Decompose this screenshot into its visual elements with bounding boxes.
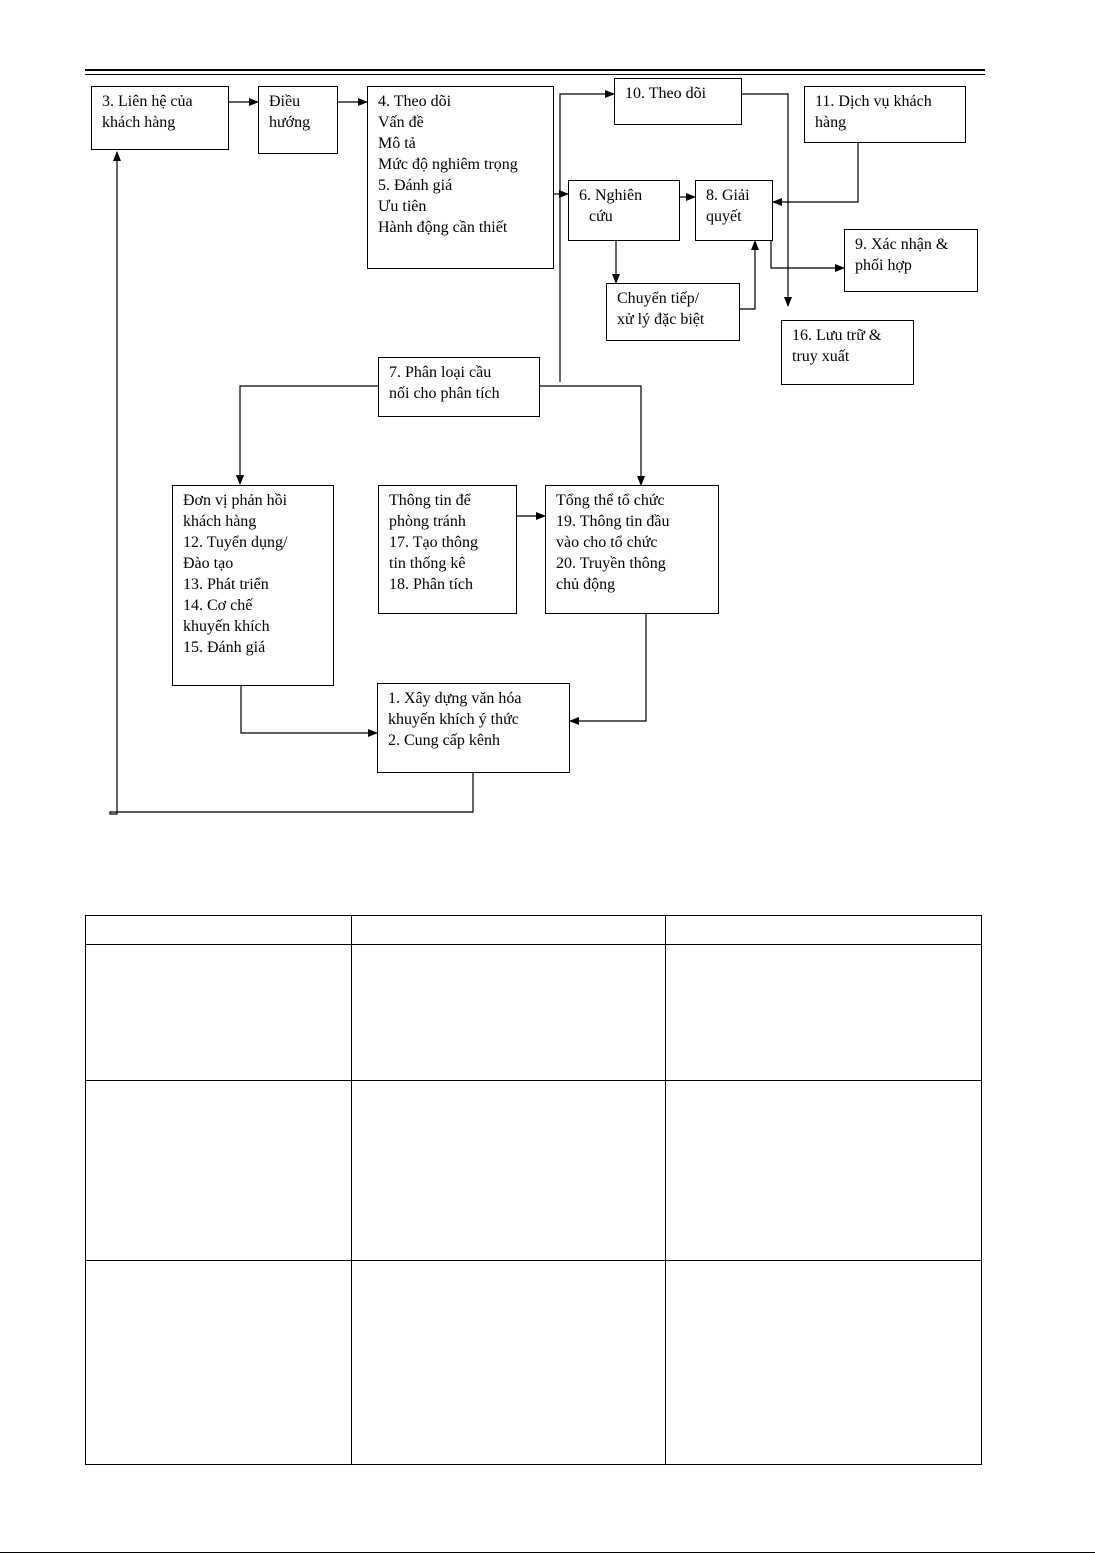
node-text: hướng (269, 114, 311, 131)
node-text: xử lý đặc biệt (617, 311, 705, 328)
node-text: 11. Dịch vụ khách (815, 93, 932, 110)
table-row (85, 1260, 982, 1465)
node-text: 7. Phân loại cầu (389, 364, 492, 381)
node-text: Tổng thể tổ chức (556, 492, 665, 509)
table-cell (665, 944, 982, 1081)
node-text: Đào tạo (183, 555, 234, 572)
node-text: cứu (589, 208, 613, 225)
node-text: khuyến khích (183, 618, 270, 635)
node-text: nối cho phân tích (389, 385, 500, 402)
node-text: Thông tin để (389, 492, 471, 509)
node-xay-dung: 1. Xây dựng văn hóa khuyến khích ý thức … (377, 683, 570, 773)
node-text: Ưu tiên (378, 198, 427, 215)
table-row (85, 944, 982, 1081)
node-text: 4. Theo dõi (378, 93, 452, 110)
node-text: vào cho tổ chức (556, 534, 658, 551)
node-text: Đơn vị phản hồi (183, 492, 288, 509)
flow-connectors (109, 90, 859, 815)
node-text: 14. Cơ chế (183, 597, 253, 614)
table-row (85, 1080, 982, 1261)
node-xac-nhan: 9. Xác nhận & phối hợp (844, 229, 978, 292)
node-text: phối hợp (855, 257, 912, 274)
node-text: truy xuất (792, 348, 850, 365)
node-dieu-huong: Điều hướng (258, 86, 338, 154)
table-cell (85, 944, 352, 1081)
table-cell (351, 1080, 666, 1261)
table-cell (665, 1080, 982, 1261)
node-text: Điều (269, 93, 301, 110)
node-text: 15. Đánh giá (183, 639, 266, 656)
header-rule (85, 69, 985, 71)
node-text: quyết (706, 208, 742, 225)
node-theo-doi-4: 4. Theo dõi Vấn đề Mô tả Mức độ nghiêm t… (367, 86, 554, 269)
node-text: khách hàng (102, 114, 176, 131)
node-text: phòng tránh (389, 513, 466, 530)
arrow-tongthe-xaydung (569, 614, 647, 725)
node-text: 3. Liên hệ của (102, 93, 193, 110)
node-text: hàng (815, 114, 847, 131)
arrow-chuyentiep-giaiquyet (740, 240, 759, 310)
arrow-donvi-xaydung (240, 685, 378, 737)
node-don-vi: Đơn vị phản hồi khách hàng 12. Tuyển dụn… (172, 485, 334, 686)
node-text: chủ động (556, 576, 616, 593)
node-text: Vấn đề (378, 114, 424, 131)
arrow-xaydung-lienhe (109, 151, 474, 815)
node-tong-the: Tổng thể tổ chức 19. Thông tin đầu vào c… (545, 485, 719, 614)
node-theo-doi-10: 10. Theo dõi (614, 78, 742, 125)
node-text: 2. Cung cấp kênh (388, 732, 500, 749)
node-text: tin thống kê (389, 555, 466, 572)
node-lien-he: 3. Liên hệ của khách hàng (91, 86, 229, 150)
table-cell (85, 1260, 352, 1465)
arrow-theodoi10-luutru (741, 93, 792, 307)
node-luu-tru: 16. Lưu trữ & truy xuất (781, 320, 914, 385)
node-text: 17. Tạo thông (389, 534, 479, 551)
table-row (85, 915, 982, 945)
header-rule-thin (85, 74, 985, 75)
table-cell (351, 944, 666, 1081)
node-thong-tin: Thông tin để phòng tránh 17. Tạo thông t… (378, 485, 517, 614)
arrow-phanloai-theodoi10 (559, 90, 615, 382)
node-text: 13. Phát triển (183, 576, 269, 593)
node-text: 18. Phân tích (389, 576, 473, 593)
node-text: 12. Tuyển dụng/ (183, 534, 288, 551)
table-cell (351, 1260, 666, 1465)
arrow-phanloai-tongthe (539, 385, 645, 486)
node-chuyen-tiep: Chuyển tiếp/ xử lý đặc biệt (606, 283, 740, 341)
table-cell (85, 915, 352, 945)
node-phan-loai: 7. Phân loại cầu nối cho phân tích (378, 357, 540, 417)
node-text: 1. Xây dựng văn hóa (388, 690, 522, 707)
node-text: 10. Theo dõi (625, 85, 707, 102)
table-cell (665, 1260, 982, 1465)
table-cell (351, 915, 666, 945)
arrow-giaiquyet-xacnhan (770, 237, 845, 272)
node-text: 8. Giải (706, 187, 750, 204)
node-giai-quyet: 8. Giải quyết (695, 180, 773, 241)
node-text: 6. Nghiên (579, 187, 643, 204)
node-text: Chuyển tiếp/ (617, 290, 700, 307)
table-cell (665, 915, 982, 945)
node-text: khách hàng (183, 513, 257, 530)
arrow-dichvu-giaiquyet (772, 143, 859, 206)
node-text: 20. Truyền thông (556, 555, 666, 572)
node-text: khuyến khích ý thức (388, 711, 519, 728)
footer-rule (0, 1552, 1095, 1553)
node-text: 19. Thông tin đầu (556, 513, 670, 530)
node-dich-vu: 11. Dịch vụ khách hàng (804, 86, 966, 143)
arrow-phanloai-donvi (236, 385, 378, 485)
node-text: 5. Đánh giá (378, 177, 453, 194)
node-text: 16. Lưu trữ & (792, 327, 882, 344)
node-nghien-cuu: 6. Nghiên cứu (568, 180, 680, 241)
empty-table (85, 915, 982, 1465)
node-text: 9. Xác nhận & (855, 236, 949, 253)
node-text: Mức độ nghiêm trọng (378, 156, 518, 173)
table-cell (85, 1080, 352, 1261)
node-text: Mô tả (378, 135, 416, 152)
node-text: Hành động cần thiết (378, 219, 508, 236)
